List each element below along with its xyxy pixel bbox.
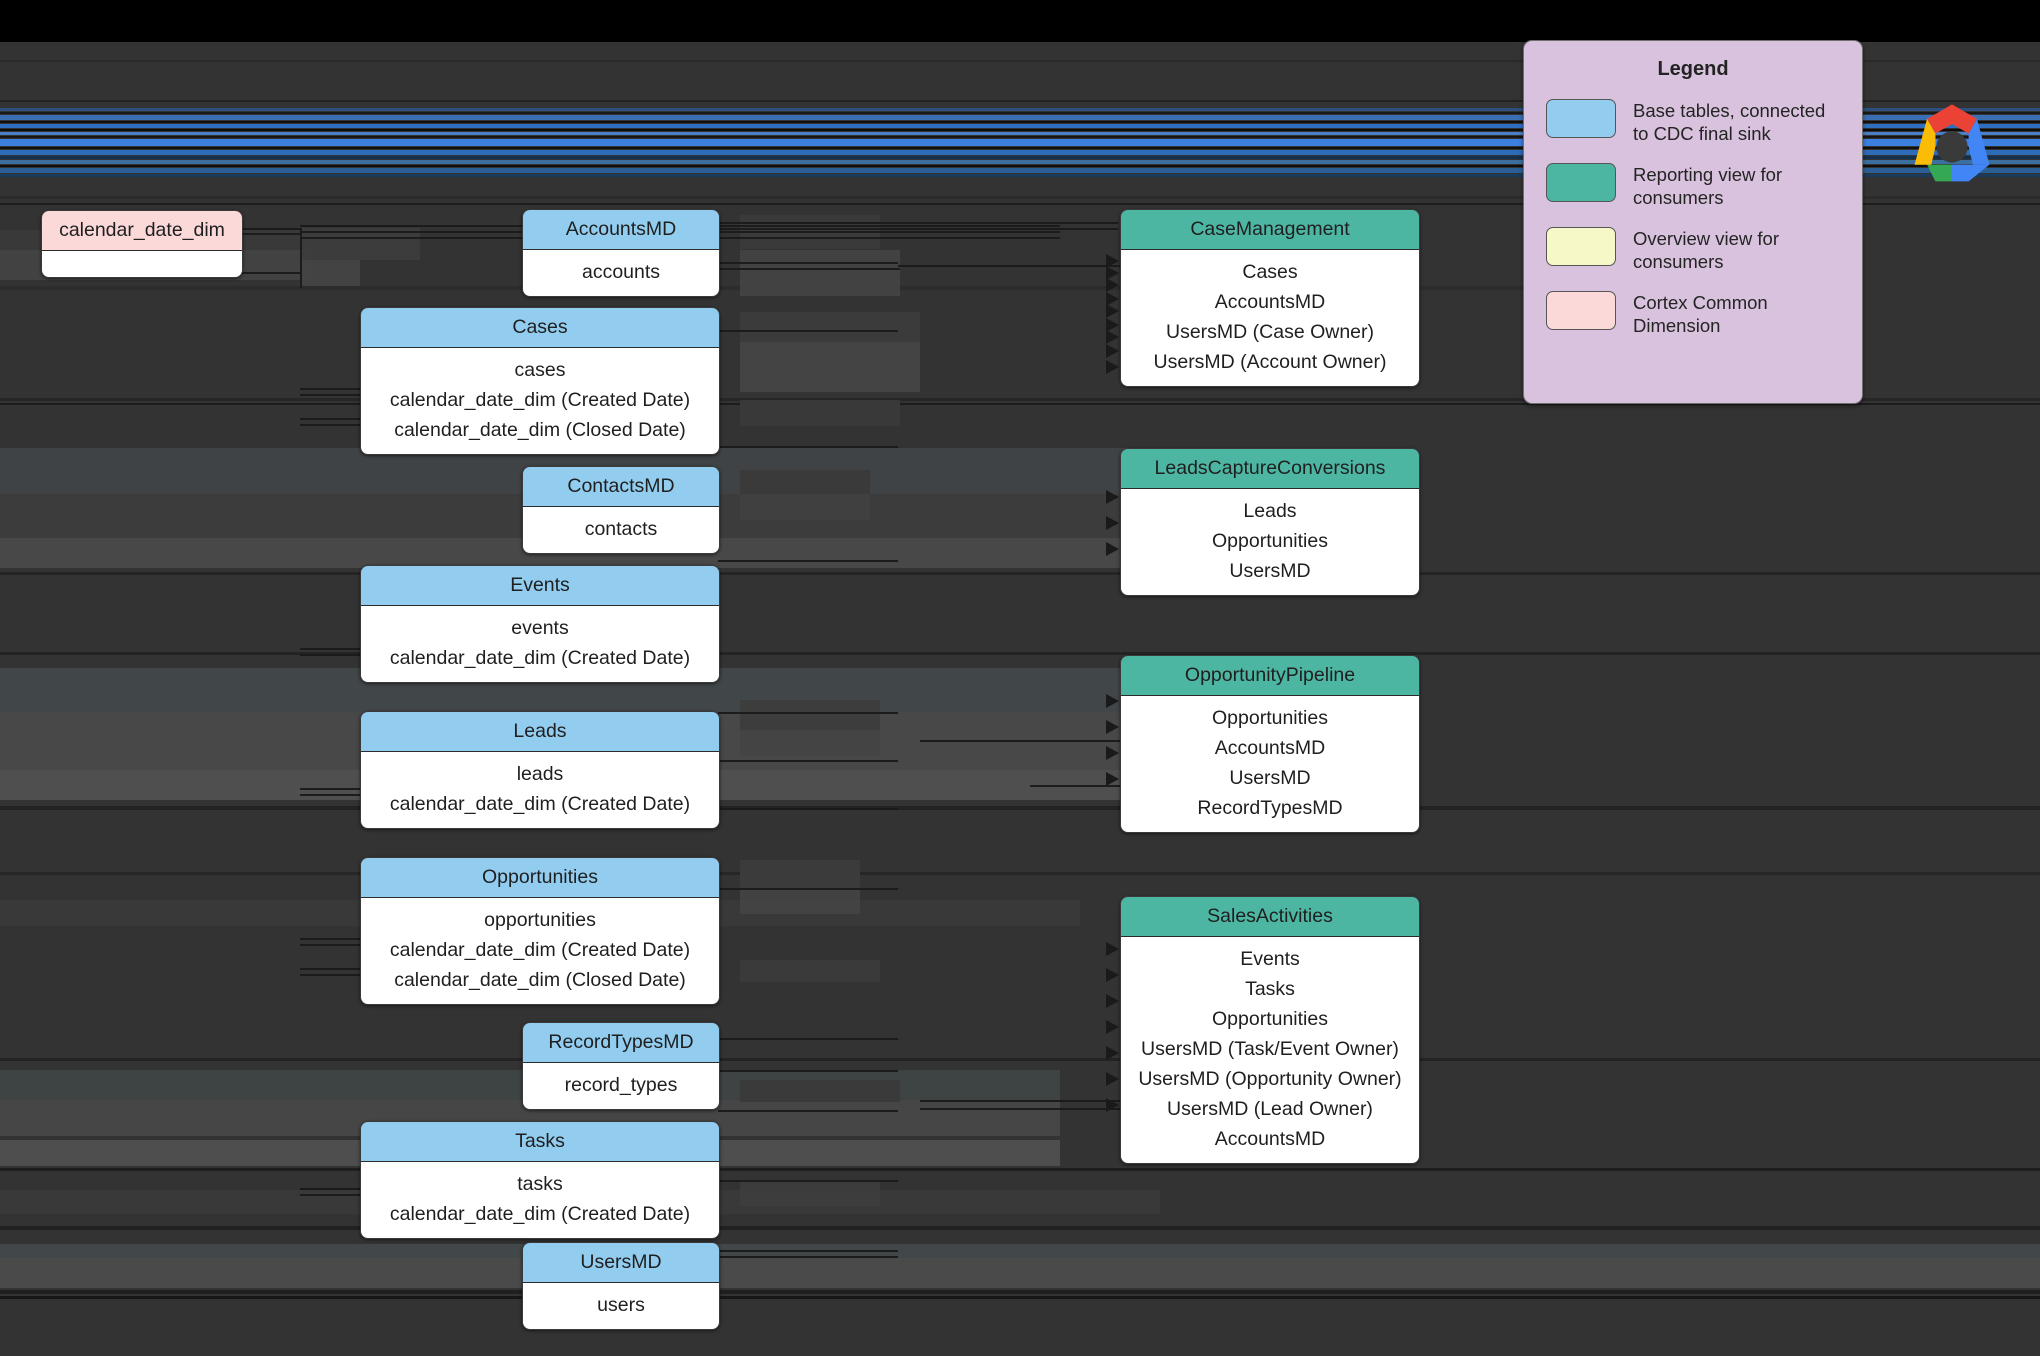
node-title: RecordTypesMD [523, 1023, 719, 1064]
legend-label: Overview view for consumers [1633, 228, 1779, 272]
node-row: users [597, 1293, 645, 1316]
node-title: ContactsMD [523, 467, 719, 508]
node-row: opportunities [484, 908, 596, 931]
node-row: calendar_date_dim (Created Date) [389, 646, 691, 669]
node-body: Cases AccountsMD UsersMD (Case Owner) Us… [1121, 250, 1419, 387]
node-row: AccountsMD [1214, 736, 1326, 759]
node-body: Opportunities AccountsMD UsersMD RecordT… [1121, 696, 1419, 833]
node-row: record_types [564, 1073, 678, 1096]
node-accountsmd[interactable]: AccountsMD accounts [522, 209, 720, 298]
legend-label: Cortex Common Dimension [1633, 292, 1768, 336]
node-row: UsersMD (Opportunity Owner) [1138, 1067, 1402, 1090]
legend-panel: Legend Base tables, connected to CDC fin… [1523, 40, 1863, 404]
node-row: UsersMD (Case Owner) [1165, 320, 1375, 343]
node-casemanagement[interactable]: CaseManagement Cases AccountsMD UsersMD … [1120, 209, 1420, 388]
legend-swatch-base-tables [1546, 99, 1616, 138]
node-body: contacts [523, 507, 719, 554]
node-body: events calendar_date_dim (Created Date) [361, 606, 719, 683]
node-row: events [511, 616, 569, 639]
node-row: UsersMD (Account Owner) [1153, 350, 1387, 373]
node-cases[interactable]: Cases cases calendar_date_dim (Created D… [360, 307, 720, 456]
legend-label: Reporting view for consumers [1633, 164, 1783, 208]
node-events[interactable]: Events events calendar_date_dim (Created… [360, 565, 720, 684]
node-row: Events [1240, 947, 1300, 970]
legend-swatch-cortex-dimension [1546, 291, 1616, 331]
node-title: Opportunities [361, 858, 719, 899]
node-body: users [523, 1283, 719, 1330]
node-row: tasks [517, 1172, 563, 1195]
node-title: calendar_date_dim [42, 211, 242, 252]
node-row: Opportunities [1212, 706, 1328, 729]
node-title: Leads [361, 712, 719, 753]
node-row: Opportunities [1212, 529, 1328, 552]
node-row: UsersMD [1229, 559, 1311, 582]
node-title: AccountsMD [523, 210, 719, 251]
node-row: Cases [1242, 260, 1298, 283]
node-body: leads calendar_date_dim (Created Date) [361, 752, 719, 829]
legend-item-cortex-dimension: Cortex Common Dimension [1546, 291, 1862, 337]
top-black-band [0, 0, 2040, 42]
node-title: OpportunityPipeline [1121, 656, 1419, 697]
node-row: calendar_date_dim (Closed Date) [394, 418, 686, 441]
legend-item-reporting-view: Reporting view for consumers [1546, 163, 1862, 209]
node-usersmd[interactable]: UsersMD users [522, 1242, 720, 1331]
node-title: CaseManagement [1121, 210, 1419, 251]
node-row: calendar_date_dim (Created Date) [389, 1202, 691, 1225]
node-body [42, 251, 242, 278]
node-recordtypesmd[interactable]: RecordTypesMD record_types [522, 1022, 720, 1111]
legend-swatch-overview-view [1546, 227, 1616, 267]
node-title: Tasks [361, 1122, 719, 1163]
legend-title: Legend [1657, 58, 1729, 80]
node-tasks[interactable]: Tasks tasks calendar_date_dim (Created D… [360, 1121, 720, 1240]
node-leadscaptureconversions[interactable]: LeadsCaptureConversions Leads Opportunit… [1120, 448, 1420, 597]
node-title: Cases [361, 308, 719, 349]
node-body: record_types [523, 1063, 719, 1110]
node-body: opportunities calendar_date_dim (Created… [361, 898, 719, 1005]
node-row: calendar_date_dim (Created Date) [389, 938, 691, 961]
legend-swatch-reporting-view [1546, 163, 1616, 203]
node-row: UsersMD (Task/Event Owner) [1141, 1037, 1399, 1060]
legend-item-base-tables: Base tables, connected to CDC final sink [1546, 99, 1862, 145]
node-title: LeadsCaptureConversions [1121, 449, 1419, 490]
node-opportunities[interactable]: Opportunities opportunities calendar_dat… [360, 857, 720, 1006]
node-row: UsersMD (Lead Owner) [1167, 1097, 1373, 1120]
node-row: Tasks [1245, 977, 1295, 1000]
node-row: calendar_date_dim (Created Date) [389, 388, 691, 411]
node-row: cases [514, 358, 566, 381]
node-row: leads [516, 762, 564, 785]
node-opportunitypipeline[interactable]: OpportunityPipeline Opportunities Accoun… [1120, 655, 1420, 834]
node-row: UsersMD [1229, 766, 1311, 789]
node-row: calendar_date_dim (Closed Date) [394, 968, 686, 991]
node-title: SalesActivities [1121, 897, 1419, 938]
node-calendar-date-dim[interactable]: calendar_date_dim [41, 210, 243, 279]
node-salesactivities[interactable]: SalesActivities Events Tasks Opportuniti… [1120, 896, 1420, 1165]
node-body: cases calendar_date_dim (Created Date) c… [361, 348, 719, 455]
node-row: contacts [584, 517, 658, 540]
node-contactsmd[interactable]: ContactsMD contacts [522, 466, 720, 555]
node-row: Opportunities [1212, 1007, 1328, 1030]
node-body: Leads Opportunities UsersMD [1121, 489, 1419, 596]
node-body: accounts [523, 250, 719, 297]
node-row: AccountsMD [1214, 290, 1326, 313]
node-row: Leads [1243, 499, 1297, 522]
legend-label: Base tables, connected to CDC final sink [1633, 100, 1826, 144]
node-row: accounts [581, 260, 661, 283]
node-row: RecordTypesMD [1197, 796, 1343, 819]
google-cloud-logo [1900, 100, 2004, 194]
node-body: tasks calendar_date_dim (Created Date) [361, 1162, 719, 1239]
node-row: AccountsMD [1214, 1127, 1326, 1150]
node-title: UsersMD [523, 1243, 719, 1284]
node-row: calendar_date_dim (Created Date) [389, 792, 691, 815]
node-body: Events Tasks Opportunities UsersMD (Task… [1121, 937, 1419, 1164]
node-title: Events [361, 566, 719, 607]
legend-item-overview-view: Overview view for consumers [1546, 227, 1862, 273]
node-leads[interactable]: Leads leads calendar_date_dim (Created D… [360, 711, 720, 830]
